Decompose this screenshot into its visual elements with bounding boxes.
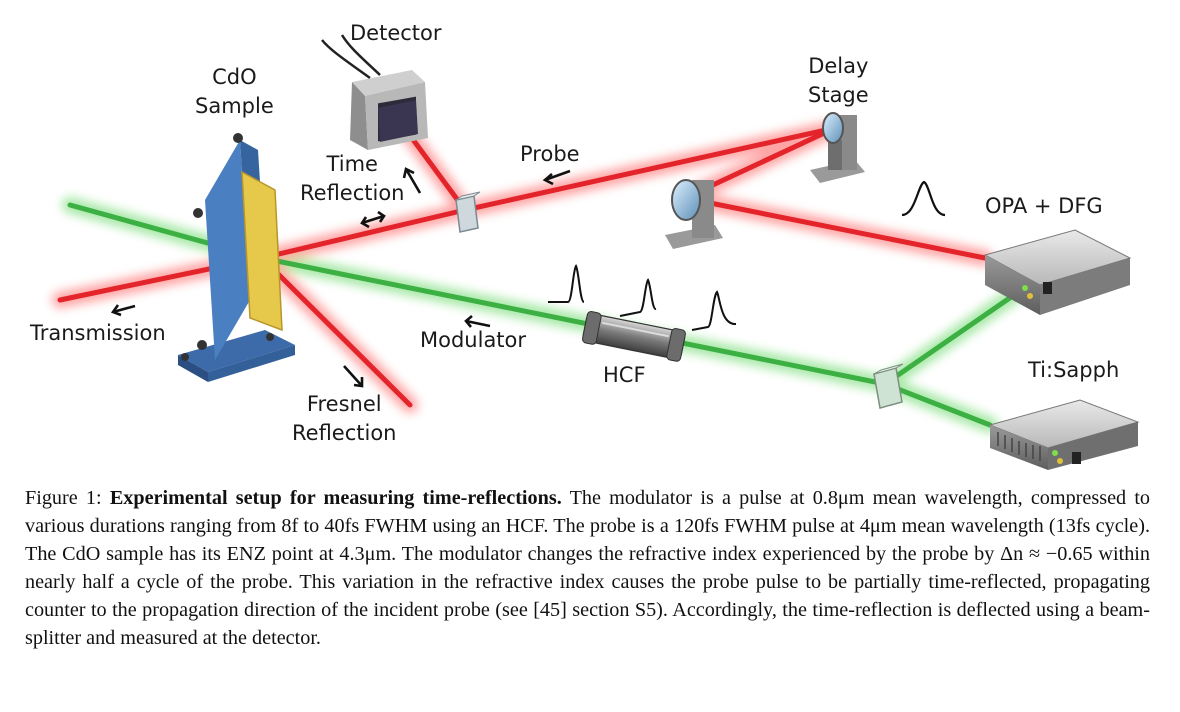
probe-pulse-icon xyxy=(901,180,946,217)
cdo-sample-holder xyxy=(178,133,295,382)
setup-diagram xyxy=(52,34,1140,470)
arrow-time-reflection-icon xyxy=(402,167,422,194)
arrow-transmission-icon xyxy=(110,304,136,317)
screw-icon xyxy=(181,353,189,361)
label-hcf: HCF xyxy=(603,363,646,387)
pulse-icon xyxy=(619,278,657,317)
arrow-double-icon xyxy=(360,210,386,229)
label-detector: Detector xyxy=(350,21,442,45)
screw-icon xyxy=(266,333,274,341)
steering-mirror xyxy=(665,179,723,249)
beam-splitter-probe xyxy=(455,191,481,233)
label-opa-dfg: OPA + DFG xyxy=(985,194,1103,218)
cdo-film xyxy=(242,172,282,330)
label-transmission: Transmission xyxy=(30,321,166,345)
label-fresnel-reflection: Fresnel Reflection xyxy=(292,392,397,445)
screw-icon xyxy=(197,340,207,350)
modulator-pulse-icons xyxy=(548,264,737,331)
arrow-modulator-icon xyxy=(464,315,491,328)
caption-body: The modulator is a pulse at 0.8μm mean w… xyxy=(25,487,1151,649)
opa-dfg-box xyxy=(983,229,1132,315)
arrow-fresnel-icon xyxy=(343,365,364,388)
delay-stage-mirror xyxy=(810,112,865,183)
screw-icon xyxy=(193,208,203,218)
detector xyxy=(321,34,428,150)
ti-sapph-box xyxy=(988,399,1140,470)
pulse-icon xyxy=(691,290,737,331)
setup-figure: Detector CdO Sample Delay Stage Probe Ti… xyxy=(30,21,1140,470)
label-cdo-sample: CdO Sample xyxy=(195,65,274,118)
label-ti-sapph: Ti:Sapph xyxy=(1028,358,1120,382)
label-probe: Probe xyxy=(520,142,580,166)
beam-splitter-modulator xyxy=(873,363,904,409)
caption-title: Experimental setup for measuring time-re… xyxy=(109,487,562,509)
arrow-probe-icon xyxy=(542,169,571,186)
pulse-icon xyxy=(548,264,585,303)
label-delay-stage: Delay Stage xyxy=(808,54,869,107)
direction-arrows xyxy=(110,167,571,388)
hcf-tube xyxy=(581,311,686,362)
figure-caption: Figure 1: Experimental setup for measuri… xyxy=(25,484,1150,652)
screw-icon xyxy=(233,133,243,143)
label-modulator: Modulator xyxy=(420,328,527,352)
caption-figure-label: Figure 1: xyxy=(25,487,102,509)
label-time-reflection: Time Reflection xyxy=(300,152,405,205)
